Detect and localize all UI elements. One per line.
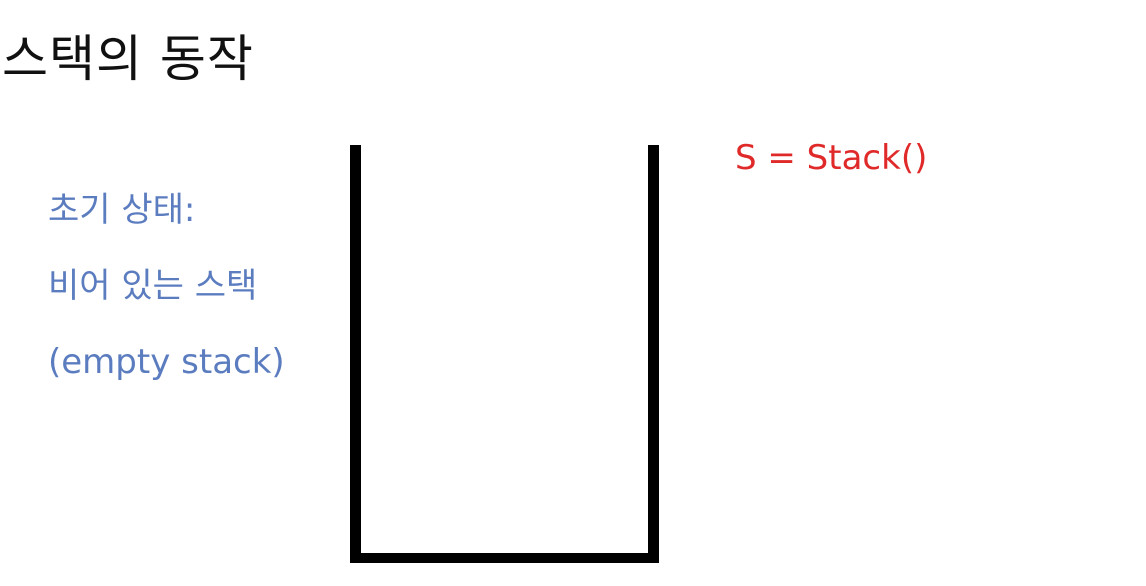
state-korean-description: 비어 있는 스택 xyxy=(48,266,258,306)
slide-title: 스택의 동작 xyxy=(2,30,254,88)
stack-right-wall xyxy=(648,145,659,563)
code-statement: S = Stack() xyxy=(735,138,928,178)
state-label: 초기 상태: xyxy=(48,190,196,230)
stack-left-wall xyxy=(350,145,361,563)
state-description: 초기 상태: 비어 있는 스택 (empty stack) xyxy=(48,172,285,400)
stack-bottom-wall xyxy=(350,553,659,563)
state-english-description: (empty stack) xyxy=(48,342,285,382)
